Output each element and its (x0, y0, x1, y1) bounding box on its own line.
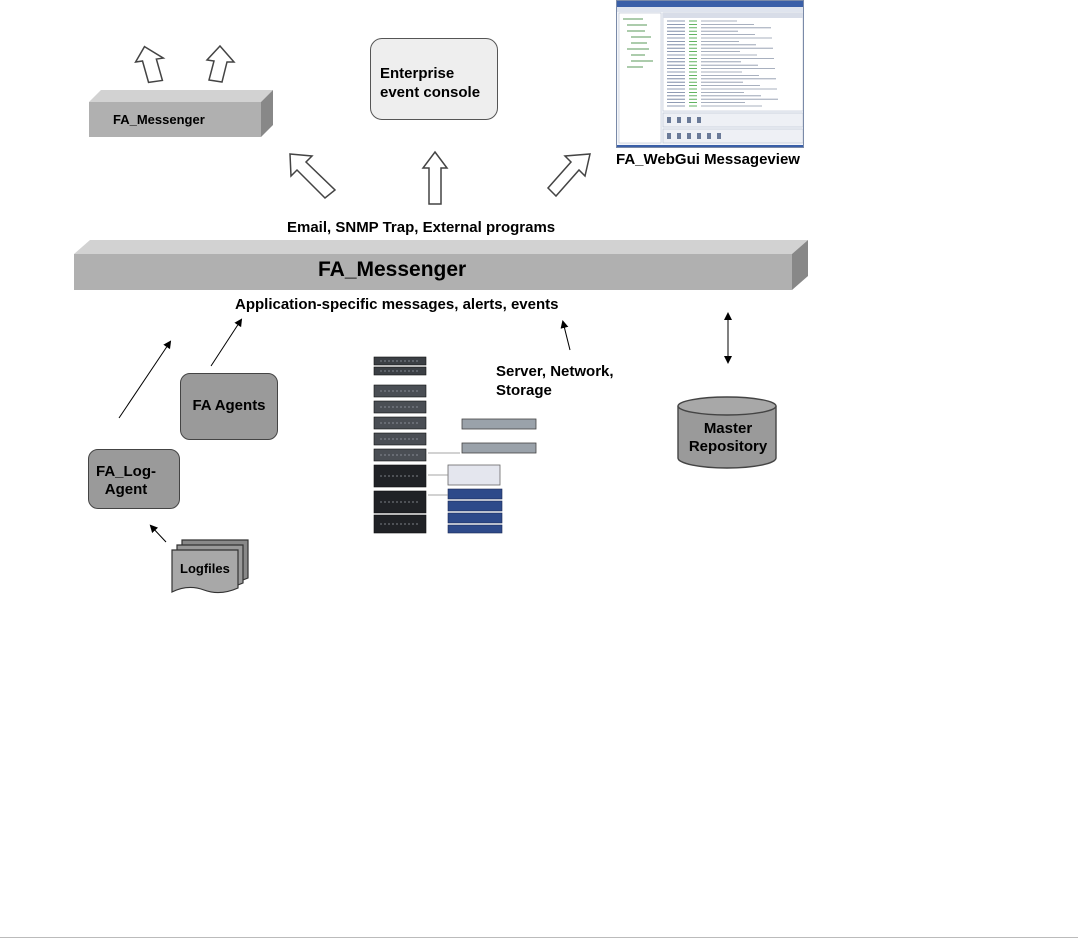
webgui-screenshot-graphic (617, 1, 803, 147)
server-rack-image (373, 356, 537, 534)
master-repository-cylinder (677, 396, 777, 469)
infra-line-1: Server, Network, (496, 363, 614, 380)
webgui-screenshot (616, 0, 804, 148)
fa-log-agent-box (88, 449, 180, 509)
webgui-messageview-label: FA_WebGui Messageview (616, 151, 800, 168)
enterprise-console-label: Enterprise event console (380, 64, 480, 102)
input-arrows (118, 312, 732, 543)
console-line-1: Enterprise (380, 65, 455, 82)
infra-line-2: Storage (496, 382, 552, 399)
log-agent-arrow (118, 340, 172, 419)
outbound-arrows (289, 150, 591, 205)
arrow-up-icon (421, 150, 449, 205)
infra-arrow (560, 320, 571, 351)
logfiles-icon (171, 539, 249, 594)
fa-agents-box (180, 373, 278, 440)
log-agent-line-2: Agent (104, 481, 148, 498)
repository-line-2: Repository (688, 438, 768, 455)
repository-line-1: Master (703, 420, 753, 437)
up-arrow-icon (205, 44, 236, 83)
infra-label: Server, Network, Storage (496, 362, 614, 400)
log-agent-line-1: FA_Log- (96, 463, 156, 480)
channels-label: Email, SNMP Trap, External programs (287, 219, 556, 236)
main-messenger-bar (74, 240, 808, 290)
arrow-up-left-icon (289, 153, 337, 200)
logfiles-label: Logfiles (180, 561, 230, 576)
storage-array-icon (447, 464, 503, 534)
network-switch-icon (461, 418, 537, 454)
logfiles-arrow (149, 524, 167, 543)
master-repository-label: Master Repository (680, 420, 776, 456)
console-line-2: event console (380, 84, 481, 101)
enterprise-console-box (370, 38, 498, 120)
arrow-up-right-icon (546, 153, 591, 198)
fa-agents-label: FA Agents (192, 397, 266, 414)
bottom-divider (0, 937, 1078, 938)
agents-arrow (210, 318, 243, 367)
main-messenger-label: FA_Messenger (318, 258, 467, 281)
top-left-messenger-slab (89, 90, 273, 137)
top-left-messenger-label: FA_Messenger (113, 112, 205, 127)
top-arrows (134, 44, 236, 84)
up-arrow-icon (134, 45, 166, 84)
inputs-label: Application-specific messages, alerts, e… (235, 296, 559, 313)
fa-log-agent-label: FA_Log- Agent (86, 463, 166, 499)
